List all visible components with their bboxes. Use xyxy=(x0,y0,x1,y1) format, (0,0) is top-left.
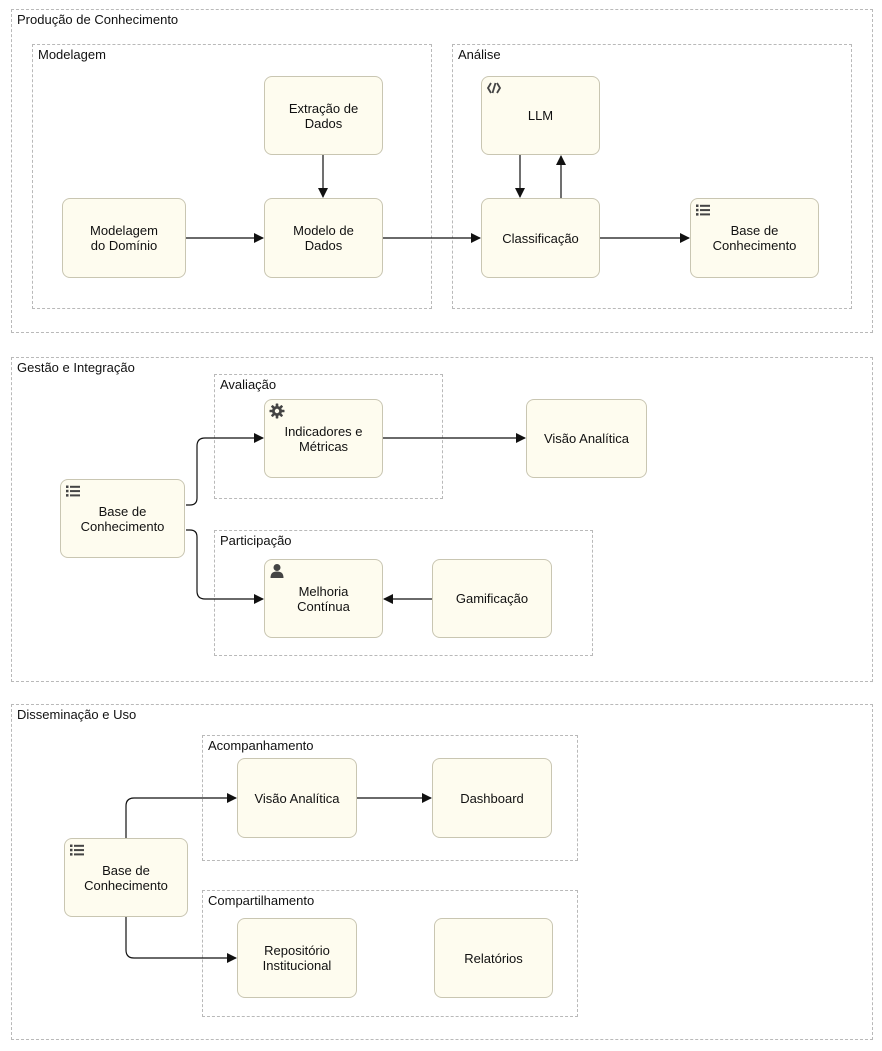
group-label: Avaliação xyxy=(220,377,277,392)
node-label: Repositório Institucional xyxy=(262,943,332,973)
list-icon xyxy=(696,204,710,216)
node-gamificacao[interactable]: Gamificação xyxy=(432,559,552,638)
node-label: Relatórios xyxy=(464,950,523,966)
node-base-de-conhecimento-gestao[interactable]: Base de Conhecimento xyxy=(60,479,185,558)
section-producao-de-conhecimento: Produção de Conhecimento xyxy=(11,9,873,333)
node-label: Melhoria Contínua xyxy=(297,583,350,614)
node-extracao-de-dados[interactable]: Extração de Dados xyxy=(264,76,383,155)
node-label: Extração de Dados xyxy=(288,100,359,131)
group-label: Compartilhamento xyxy=(208,893,315,908)
node-label: Modelo de Dados xyxy=(293,223,354,253)
node-visao-analitica-gestao[interactable]: Visão Analítica xyxy=(526,399,647,478)
node-label: Base de Conhecimento xyxy=(712,223,797,253)
section-gestao-e-integracao: Gestão e Integração xyxy=(11,357,873,682)
node-melhoria-continua[interactable]: Melhoria Contínua xyxy=(264,559,383,638)
node-dashboard[interactable]: Dashboard xyxy=(432,758,552,838)
group-avaliacao: Avaliação xyxy=(214,374,443,499)
node-label: Indicadores e Métricas xyxy=(284,423,363,454)
group-label: Participação xyxy=(220,533,292,548)
node-classificacao[interactable]: Classificação xyxy=(481,198,600,278)
list-icon xyxy=(70,844,84,856)
section-disseminacao-e-uso: Disseminação e Uso xyxy=(11,704,873,1040)
group-label: Modelagem xyxy=(38,47,106,62)
group-label: Acompanhamento xyxy=(208,738,314,753)
node-base-de-conhecimento-producao[interactable]: Base de Conhecimento xyxy=(690,198,819,278)
person-icon xyxy=(270,564,284,578)
code-icon xyxy=(486,82,502,94)
node-label: Classificação xyxy=(502,230,579,246)
node-label: Visão Analítica xyxy=(543,431,630,446)
node-label: Base de Conhecimento xyxy=(84,862,168,893)
node-label: Dashboard xyxy=(460,790,524,806)
node-relatorios[interactable]: Relatórios xyxy=(434,918,553,998)
group-modelagem: Modelagem xyxy=(32,44,432,309)
node-label: Gamificação xyxy=(455,591,529,606)
list-icon xyxy=(66,485,80,497)
group-label: Análise xyxy=(458,47,501,62)
node-label: LLM xyxy=(527,108,554,123)
node-base-de-conhecimento-disseminacao[interactable]: Base de Conhecimento xyxy=(64,838,188,917)
node-label: Modelagem do Domínio xyxy=(90,223,158,253)
node-indicadores-e-metricas[interactable]: Indicadores e Métricas xyxy=(264,399,383,478)
node-repositorio-institucional[interactable]: Repositório Institucional xyxy=(237,918,357,998)
group-analise: Análise xyxy=(452,44,852,309)
node-llm[interactable]: LLM xyxy=(481,76,600,155)
section-label: Disseminação e Uso xyxy=(17,707,137,722)
node-label: Visão Analítica xyxy=(254,790,340,806)
section-label: Gestão e Integração xyxy=(17,360,135,375)
node-modelagem-do-dominio[interactable]: Modelagem do Domínio xyxy=(62,198,186,278)
node-label: Base de Conhecimento xyxy=(80,503,165,534)
node-visao-analitica-acompanhamento[interactable]: Visão Analítica xyxy=(237,758,357,838)
node-modelo-de-dados[interactable]: Modelo de Dados xyxy=(264,198,383,278)
gear-icon xyxy=(269,403,285,419)
section-label: Produção de Conhecimento xyxy=(17,12,179,27)
